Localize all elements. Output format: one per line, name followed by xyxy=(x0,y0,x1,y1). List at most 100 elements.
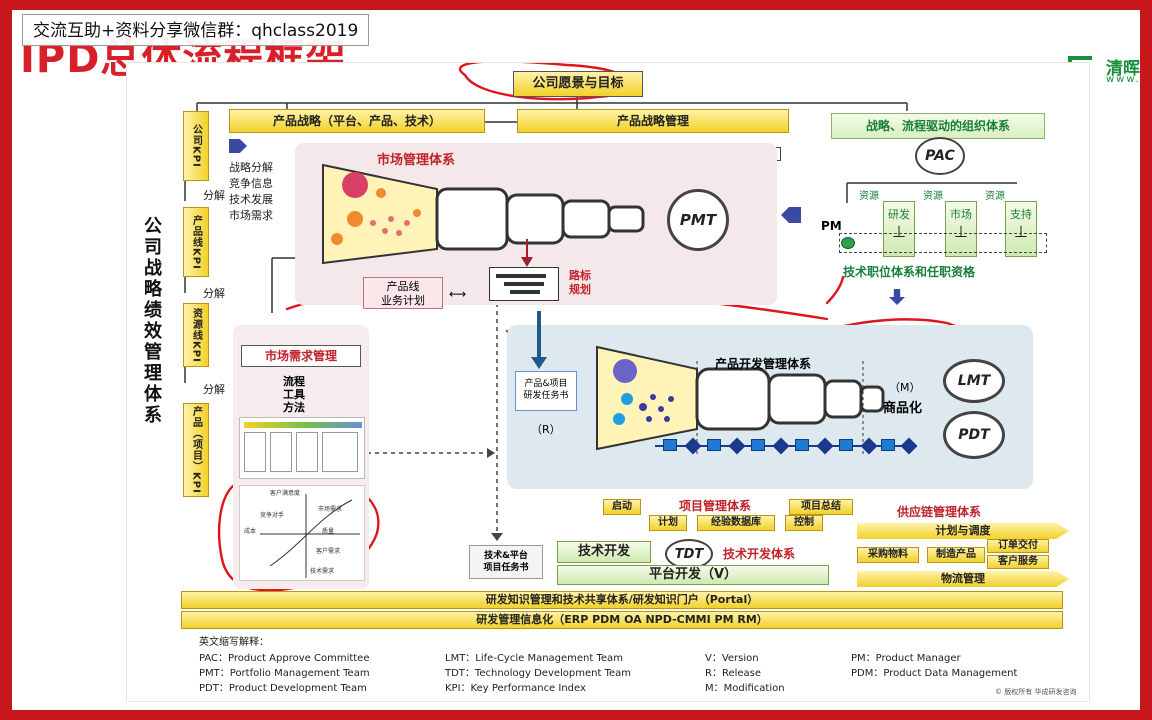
supply-item-label: 采购物料 xyxy=(868,549,908,560)
arrow-left-icon xyxy=(781,207,801,223)
r-label: （R） xyxy=(531,423,561,436)
m-label: （M） xyxy=(889,381,921,394)
process-tools-item: 方法 xyxy=(283,401,305,414)
supply-logistics-bar: 物流管理 xyxy=(857,571,1069,587)
project-item-summary: 项目总结 xyxy=(789,499,853,515)
supply-item-label: 计划与调度 xyxy=(935,524,991,537)
supply-manufacture: 制造产品 xyxy=(927,547,985,563)
legend-item: PAC：Product Approve Committee xyxy=(199,653,370,664)
arrow-icon xyxy=(229,139,247,153)
pac-label: PAC xyxy=(925,148,955,164)
project-item-label: 控制 xyxy=(794,517,814,528)
legend-item: PDM：Product Data Management xyxy=(851,668,1018,679)
product-strategy-box: 产品战略（平台、产品、技术） xyxy=(229,109,485,133)
quadrant-label: 质量 xyxy=(322,528,335,535)
resource-dept-rd: 研发 ⊥ xyxy=(883,201,915,257)
strategy-input-item: 技术发展 xyxy=(229,193,273,206)
tdt-label: TDT xyxy=(674,546,704,562)
tech-dev-system-title: 技术开发体系 xyxy=(723,547,796,561)
quadrant-lines xyxy=(260,494,360,578)
lmt-badge: LMT xyxy=(943,359,1005,403)
product-line-plan-box: 产品线 业务计划 xyxy=(363,277,443,309)
legend-item: KPI：Key Performance Index xyxy=(445,683,586,694)
legend-item: M：Modification xyxy=(705,683,785,694)
pdt-badge: PDT xyxy=(943,411,1005,459)
legend-item: PMT：Portfolio Management Team xyxy=(199,668,370,679)
pac-badge: PAC xyxy=(915,137,965,175)
resource-dept-label: 市场 xyxy=(950,208,972,221)
kpi-resource-line-label: 资源线KPI xyxy=(190,307,202,363)
decompose-label-1: 分解 xyxy=(203,189,225,202)
legend-item: PDT：Product Development Team xyxy=(199,683,367,694)
info-bar: 研发管理信息化（ERP PDM OA NPD-CMMI PM RM） xyxy=(181,611,1063,629)
quadrant-chart: 客户满意度 市场需求 竞争对手 成本 质量 客户需求 技术需求 xyxy=(239,485,365,581)
process-tools-item: 工具 xyxy=(283,388,305,401)
side-title: 公司战略绩效管理体系 xyxy=(141,216,162,426)
legend-title: 英文缩写解释： xyxy=(199,637,269,648)
pm-label: PM xyxy=(821,219,842,233)
project-item-label: 经验数据库 xyxy=(711,517,761,528)
pm-circle-icon xyxy=(841,237,855,249)
vision-label: 公司愿景与目标 xyxy=(532,76,624,91)
process-thumbnails xyxy=(239,417,365,479)
strategy-input-item: 竞争信息 xyxy=(229,177,273,190)
resource-dept-market: 市场 ⊥ xyxy=(945,201,977,257)
supply-customer-service: 客户服务 xyxy=(987,555,1049,569)
quadrant-label: 竞争对手 xyxy=(260,512,285,519)
strategy-inputs: 战略分解 竞争信息 技术发展 市场需求 xyxy=(229,159,299,223)
decompose-label-3: 分解 xyxy=(203,383,225,396)
overlay-banner: 交流互助+资料分享微信群：qhclass2019 xyxy=(22,14,370,46)
milestone-square xyxy=(751,439,765,451)
kpi-company-label: 公司KPI xyxy=(190,124,202,168)
project-item-control: 控制 xyxy=(785,515,823,531)
pmt-label: PMT xyxy=(679,211,717,229)
strategy-input-item: 市场需求 xyxy=(229,209,273,222)
supply-item-label: 制造产品 xyxy=(936,549,976,560)
resource-dept-support: 支持 ⊥ xyxy=(1005,201,1037,257)
product-task-book-line: 产品&项目 xyxy=(524,379,568,389)
kpi-product-line-label: 产品线KPI xyxy=(190,214,202,270)
project-mgmt-title: 项目管理体系 xyxy=(679,499,752,513)
logo-sub: www. xyxy=(1106,74,1141,85)
market-mgmt-title: 市场管理体系 xyxy=(377,153,456,168)
double-arrow-icon: ⟷ xyxy=(449,287,467,301)
quadrant-label: 市场需求 xyxy=(318,506,343,513)
pdt-label: PDT xyxy=(958,427,990,443)
product-strategy-label: 产品战略（平台、产品、技术） xyxy=(272,114,441,128)
legend-item: R：Release xyxy=(705,668,762,679)
knowledge-bar: 研发知识管理和技术共享体系/研发知识门户（Portal） xyxy=(181,591,1063,609)
person-icon: ⊥ xyxy=(954,222,968,241)
person-icon: ⊥ xyxy=(1014,222,1028,241)
project-item-plan: 计划 xyxy=(649,515,687,531)
process-tools-item: 流程 xyxy=(283,375,305,388)
kpi-company: 公司KPI xyxy=(183,111,209,181)
product-task-book: 产品&项目 研发任务书 xyxy=(515,371,577,411)
logo-name: 清晖 xyxy=(1106,59,1140,79)
kpi-project-label: 产品（项目）KPI xyxy=(190,406,202,494)
resource-dept-label: 研发 xyxy=(888,208,910,221)
product-line-plan-line: 业务计划 xyxy=(381,294,425,307)
roadmap-line: 路标 xyxy=(569,269,591,282)
project-item-label: 计划 xyxy=(658,517,678,528)
org-system-box: 战略、流程驱动的组织体系 xyxy=(831,113,1045,139)
roadmap-chart xyxy=(489,267,559,301)
project-item-label: 项目总结 xyxy=(801,501,841,512)
diagram-slide: 公司愿景与目标 公司KPI 分解 产品线KPI 分解 资源线KPI 分解 产品（… xyxy=(126,62,1090,702)
resource-label: 资源 xyxy=(985,191,1005,202)
supply-item-label: 客户服务 xyxy=(998,556,1038,567)
supply-plan-bar: 计划与调度 xyxy=(857,523,1069,539)
pmt-badge: PMT xyxy=(667,189,729,251)
roadmap-label: 路标 规划 xyxy=(569,269,591,297)
pm-dashed-row xyxy=(839,233,1047,253)
product-strategy-mgmt-label: 产品战略管理 xyxy=(616,114,689,128)
tech-platform-task-book: 技术&平台 项目任务书 xyxy=(469,545,543,579)
legend-item: PM：Product Manager xyxy=(851,653,961,664)
kpi-product-line: 产品线KPI xyxy=(183,207,209,277)
resource-dept-label: 支持 xyxy=(1010,208,1032,221)
milestone-square xyxy=(795,439,809,451)
project-item-experience-db: 经验数据库 xyxy=(697,515,775,531)
tech-platform-task-line: 项目任务书 xyxy=(483,563,529,573)
process-tools-list: 流程 工具 方法 xyxy=(283,375,305,414)
quadrant-label: 客户满意度 xyxy=(270,490,301,497)
milestone-square xyxy=(663,439,677,451)
